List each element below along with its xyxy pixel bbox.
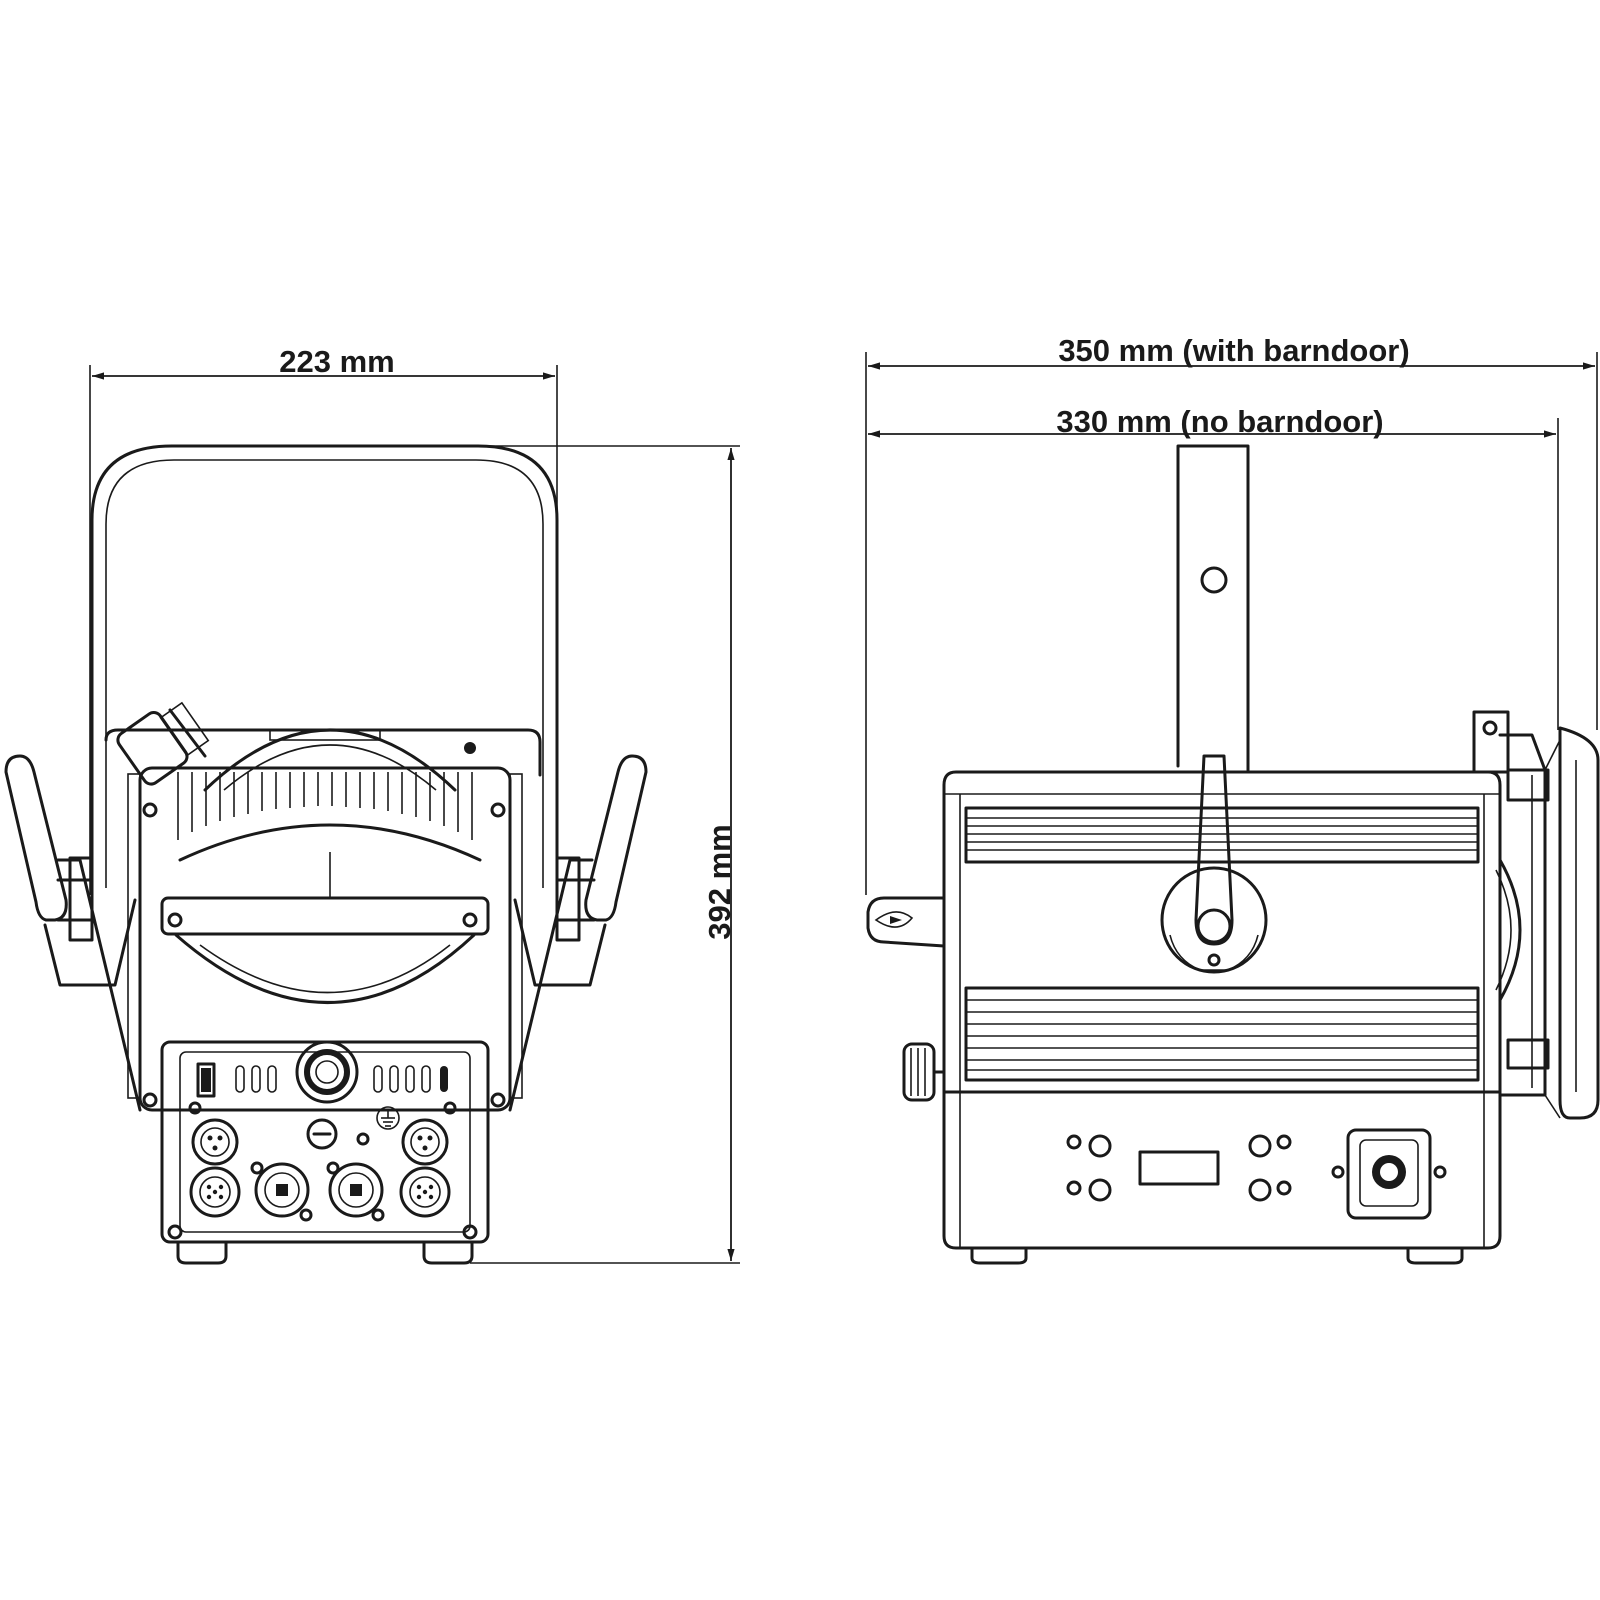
- dim-label-width: 223 mm: [279, 344, 394, 379]
- right-handle: [508, 754, 648, 1112]
- display-screen: [1138, 1150, 1220, 1186]
- powercon-out-icon: [326, 1161, 385, 1222]
- dim-label-height: 392 mm: [702, 824, 737, 939]
- dim-label-no-barndoor: 330 mm (no barndoor): [1056, 404, 1383, 439]
- menu-buttons[interactable]: [1066, 1134, 1292, 1202]
- yoke-arm-side: [1176, 444, 1250, 772]
- xlr-in-icon: [191, 1118, 239, 1166]
- focus-knob-icon: [902, 1042, 946, 1102]
- fixture-body-side: [942, 770, 1502, 1250]
- fixture-body-front: [127, 742, 523, 1240]
- main-knob-icon: [295, 1040, 359, 1104]
- vent-slots: [235, 1065, 448, 1093]
- screws: [142, 742, 506, 1240]
- barndoor-assembly: [1472, 710, 1600, 1120]
- fuse-holder-icon: [306, 1118, 338, 1150]
- rear-cable-clamp: [866, 896, 946, 948]
- xlr5-out-icon: [399, 1166, 451, 1218]
- side-control-panel: [1066, 1128, 1447, 1220]
- front-view: [4, 444, 648, 1265]
- powercon-in-icon: [250, 1161, 313, 1222]
- cooling-fins: [177, 772, 473, 840]
- feet-front: [176, 1240, 474, 1265]
- feet-side: [970, 1246, 1464, 1265]
- ground-symbol-icon: [376, 1106, 400, 1130]
- tilt-lock-lever: [1160, 754, 1268, 974]
- yoke-bracket: [90, 444, 559, 890]
- xlr5-in-icon: [189, 1166, 241, 1218]
- connector-panel: [160, 1040, 490, 1244]
- dimension-lines: [89, 352, 1598, 1264]
- power-connector-icon: [116, 701, 210, 786]
- xlr-out-icon: [401, 1118, 449, 1166]
- mains-switch-icon[interactable]: [1331, 1128, 1447, 1220]
- side-view: [866, 444, 1600, 1265]
- indicator-dot-icon: [356, 1132, 370, 1146]
- left-handle: [4, 754, 142, 1112]
- dim-label-with-barndoor: 350 mm (with barndoor): [1058, 333, 1409, 368]
